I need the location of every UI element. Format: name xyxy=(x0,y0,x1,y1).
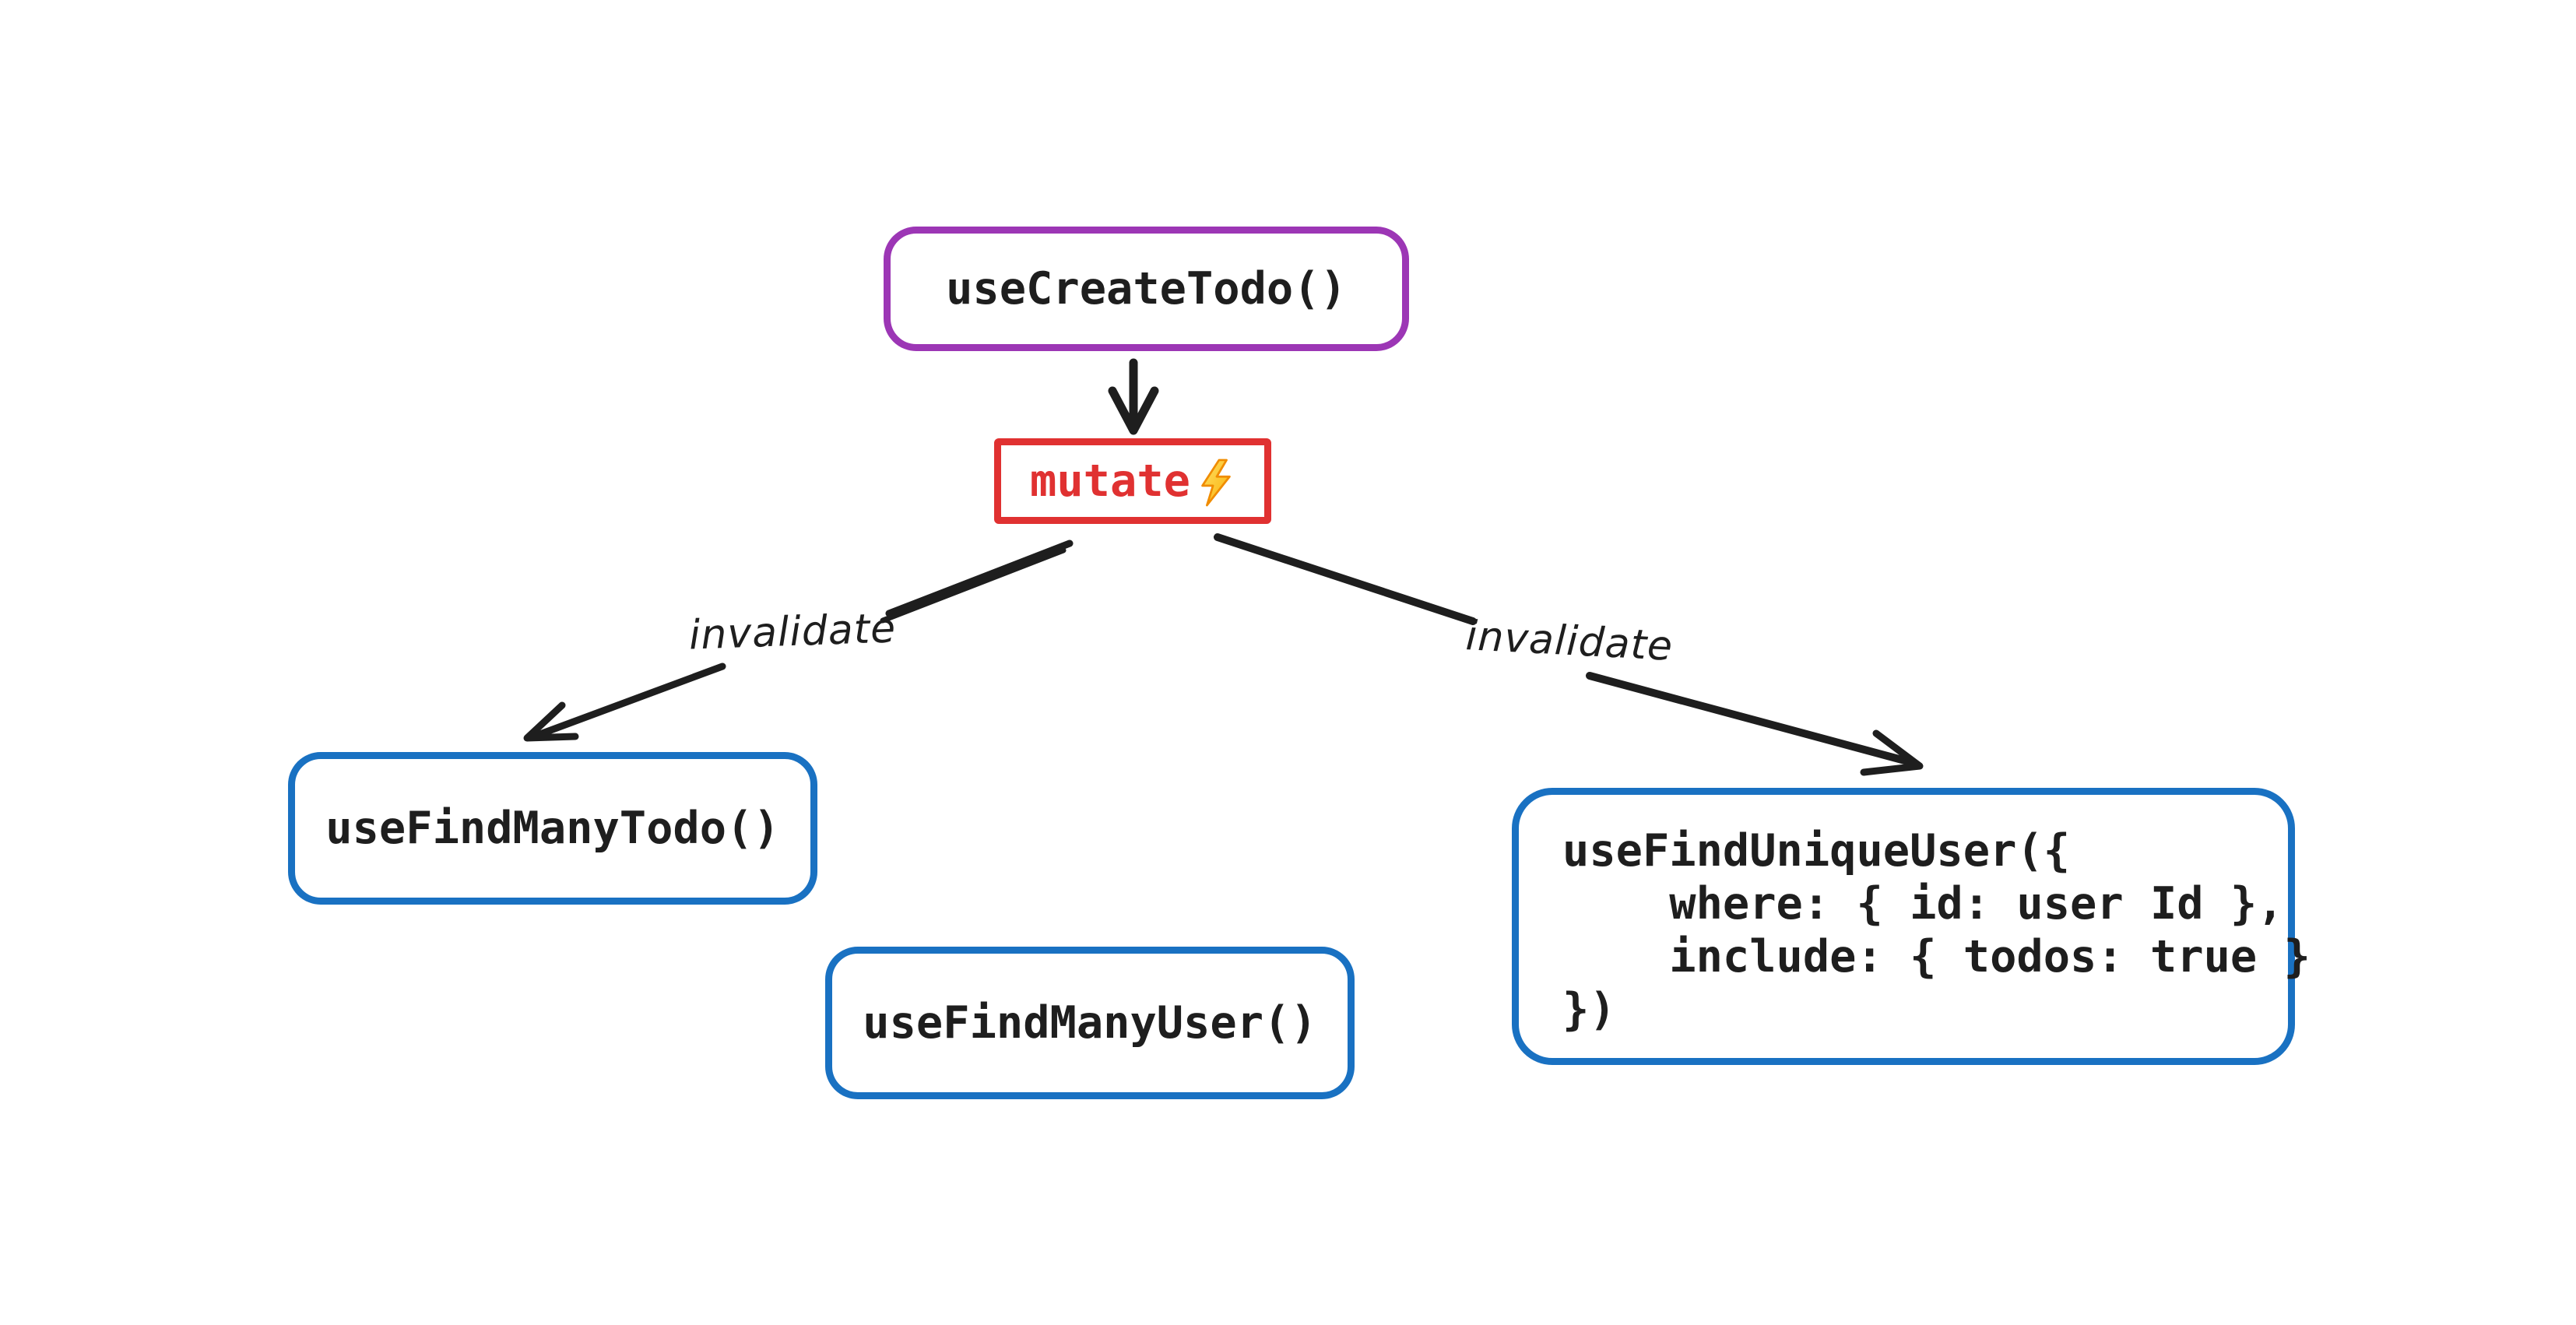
edge-shaft xyxy=(528,662,726,741)
arrowhead-down-icon xyxy=(1108,386,1159,435)
edge-label-invalidate-left: invalidate xyxy=(687,605,898,659)
edge-create-to-mutate xyxy=(1108,358,1159,435)
arrowhead-left-icon xyxy=(523,701,579,742)
edge-shaft-sketch xyxy=(880,547,1067,624)
node-use-find-unique-user: useFindUniqueUser({ where: { id: user Id… xyxy=(1512,788,2311,1065)
edge-shaft xyxy=(885,539,1074,617)
edge-shaft xyxy=(1214,533,1477,625)
node-mutate: mutate xyxy=(994,438,1271,524)
node-label: useCreateTodo() xyxy=(946,263,1347,315)
node-use-find-many-todo: useFindManyTodo() xyxy=(288,752,817,905)
node-use-create-todo: useCreateTodo() xyxy=(884,227,1409,351)
arrowhead-right-icon xyxy=(1860,729,1924,776)
code-line: where: { id: user Id }, xyxy=(1562,878,2284,930)
code-line: useFindUniqueUser({ xyxy=(1562,825,2071,877)
edge-label-invalidate-right: invalidate xyxy=(1464,613,1675,670)
code-block: useFindUniqueUser({ where: { id: user Id… xyxy=(1562,824,2311,1036)
edge-shaft xyxy=(1586,672,1917,767)
node-use-find-many-user: useFindManyUser() xyxy=(825,947,1355,1099)
code-line: include: { todos: true } xyxy=(1562,931,2311,982)
node-label: useFindManyTodo() xyxy=(325,803,780,854)
node-label: useFindManyUser() xyxy=(863,997,1317,1049)
lightning-bolt-icon xyxy=(1201,459,1231,507)
node-label: mutate xyxy=(1030,455,1190,507)
code-line: }) xyxy=(1562,984,1616,1035)
